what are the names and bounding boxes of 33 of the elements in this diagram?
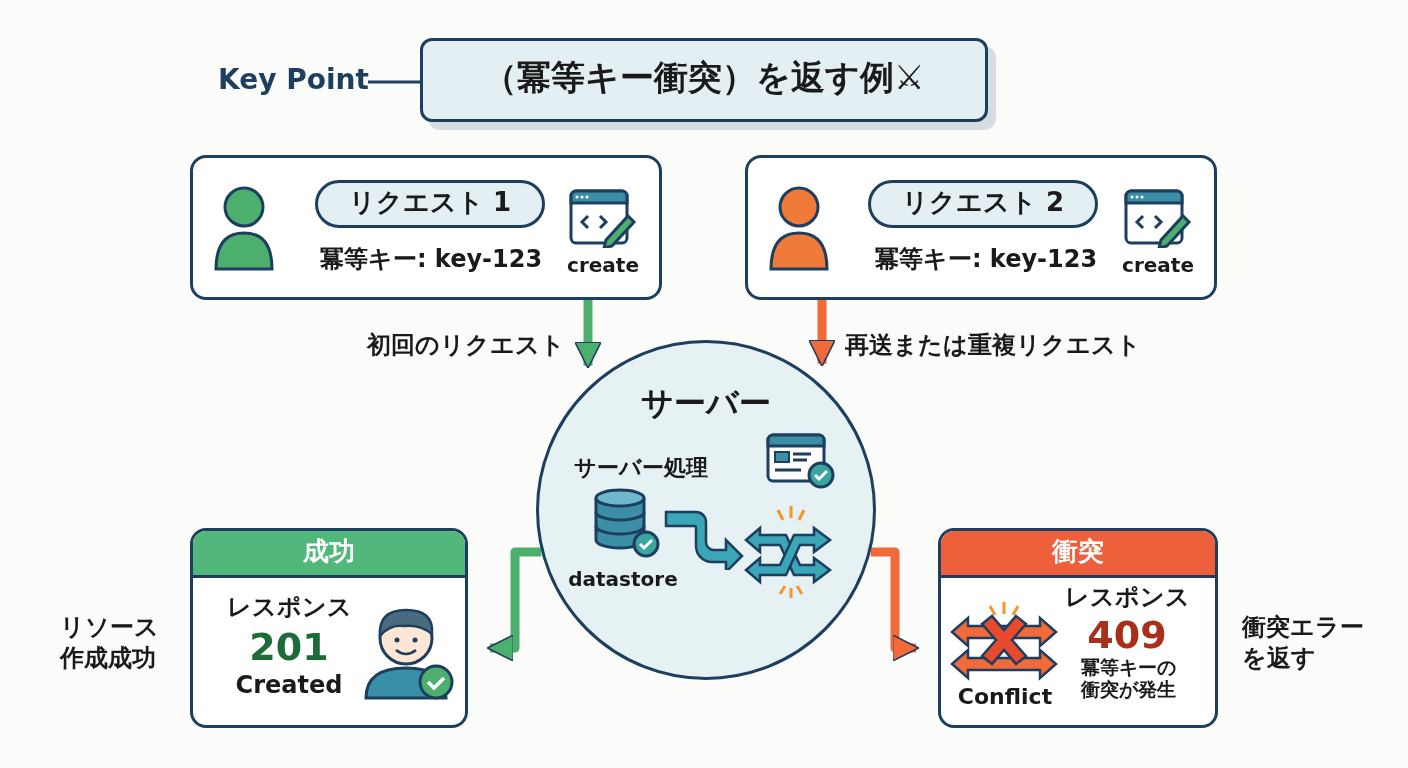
arrow (486, 547, 542, 662)
success-card (190, 528, 468, 728)
arrow (574, 300, 602, 369)
server-title: サーバー (640, 385, 772, 422)
operation-label: create (566, 254, 640, 277)
request-card (190, 155, 662, 300)
side-note: 衝突エラーを返す (1242, 612, 1365, 675)
key-point-text: Key Point (218, 64, 368, 97)
request-pill (315, 180, 545, 228)
card-header: 成功 (193, 531, 465, 578)
card-header: 衝突 (941, 531, 1215, 578)
connector-line (368, 80, 420, 84)
conflict-label: Conflict (956, 684, 1054, 710)
side-note: リソース作成成功 (60, 612, 160, 675)
title-text: （冪等キー衝突）を返す例⚔ (482, 58, 926, 98)
process-label: サーバー処理 (573, 455, 709, 481)
request-title: リクエスト 1 (347, 188, 513, 218)
arrow (808, 300, 836, 368)
request-title: リクエスト 2 (900, 188, 1066, 218)
idempotency-key-text: 冪等キー: key-123 (318, 246, 544, 274)
status-code: 409 (1086, 614, 1168, 658)
conflict-card (938, 528, 1218, 728)
request-pill (868, 180, 1098, 228)
idempotency-key-text: 冪等キー: key-123 (873, 246, 1099, 274)
conflict-description: 冪等キーの衝突が発生 (1079, 657, 1177, 701)
response-label: レスポンス (1063, 584, 1191, 612)
response-label: レスポンス (225, 594, 353, 622)
status-code: 201 (248, 626, 330, 670)
datastore-label: datastore (567, 568, 679, 591)
operation-label: create (1121, 254, 1195, 277)
status-text: Created (234, 672, 344, 700)
request-card (745, 155, 1217, 300)
arrow (870, 547, 920, 662)
